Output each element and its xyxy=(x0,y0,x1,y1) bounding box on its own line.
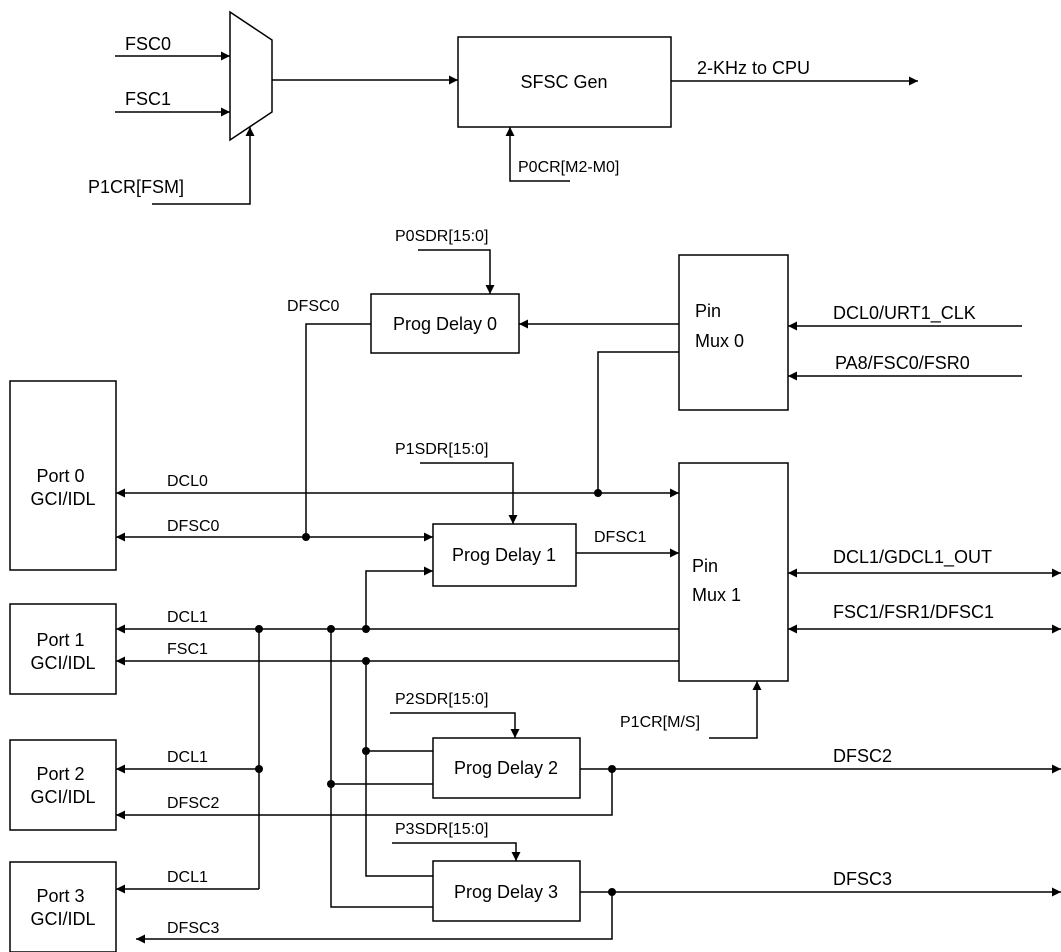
prog-delay-1-block xyxy=(432,523,577,587)
dfsc3-out-label: DFSC3 xyxy=(833,869,892,889)
p1sdr-label: P1SDR[15:0] xyxy=(395,441,488,458)
port-1-label: Port 1 GCI/IDL xyxy=(30,630,95,673)
dfsc2-port-label: DFSC2 xyxy=(167,795,220,812)
port-2-block xyxy=(9,739,117,831)
fsc1-label: FSC1 xyxy=(125,89,171,109)
dfsc1-node-label: DFSC1 xyxy=(594,529,647,546)
fsc1-port1-label: FSC1 xyxy=(167,641,208,658)
sfsc-gen-block xyxy=(457,36,672,128)
p0sdr-label: P0SDR[15:0] xyxy=(395,228,488,245)
prog-delay-3-label: Prog Delay 3 xyxy=(454,882,558,902)
port-2-label: Port 2 GCI/IDL xyxy=(30,764,95,807)
p2sdr-label: P2SDR[15:0] xyxy=(395,691,488,708)
dcl1-port3-label: DCL1 xyxy=(167,869,208,886)
p0cr-mode-label: P0CR[M2-M0] xyxy=(518,159,619,176)
dfsc0-port-label: DFSC0 xyxy=(167,518,220,535)
fsc0-label: FSC0 xyxy=(125,34,171,54)
dcl0-port-label: DCL0 xyxy=(167,473,208,490)
dfsc3-port-label: DFSC3 xyxy=(167,920,220,937)
top-wires xyxy=(115,51,918,205)
fsc-select-mux xyxy=(229,10,273,142)
port-3-label: Port 3 GCI/IDL xyxy=(30,886,95,929)
fsc1-pin-label: FSC1/FSR1/DFSC1 xyxy=(833,602,994,622)
pa8-pin-label: PA8/FSC0/FSR0 xyxy=(835,353,970,373)
pin-mux-1-label: Pin Mux 1 xyxy=(692,556,741,605)
junction-dots xyxy=(255,489,616,896)
p1cr-ms-label: P1CR[M/S] xyxy=(620,714,700,731)
pin-mux-0-block xyxy=(678,254,789,411)
prog-delay-2-block xyxy=(432,737,581,799)
dcl1-port2-label: DCL1 xyxy=(167,749,208,766)
p3sdr-label: P3SDR[15:0] xyxy=(395,821,488,838)
prog-delay-3-block xyxy=(432,860,581,922)
cpu-output-label: 2-KHz to CPU xyxy=(697,58,810,78)
prog-delay-2-label: Prog Delay 2 xyxy=(454,758,558,778)
prog-delay-1-label: Prog Delay 1 xyxy=(452,545,556,565)
prog-delay-0-label: Prog Delay 0 xyxy=(393,314,497,334)
dcl0-pin-label: DCL0/URT1_CLK xyxy=(833,303,976,324)
port-1-block xyxy=(9,603,117,695)
sfsc-gen-label: SFSC Gen xyxy=(520,72,607,92)
connection-wires xyxy=(116,249,1061,944)
dcl1-pin-label: DCL1/GDCL1_OUT xyxy=(833,547,992,568)
port-3-block xyxy=(9,861,117,952)
port-0-block xyxy=(9,380,117,571)
dfsc2-out-label: DFSC2 xyxy=(833,746,892,766)
pin-mux-1-block xyxy=(678,462,789,682)
dfsc0-node-label: DFSC0 xyxy=(287,298,340,315)
dcl1-port1-label: DCL1 xyxy=(167,609,208,626)
p1cr-fsm-label: P1CR[FSM] xyxy=(88,177,184,197)
pin-mux-0-label: Pin Mux 0 xyxy=(695,301,744,351)
port-0-label: Port 0 GCI/IDL xyxy=(30,466,95,509)
